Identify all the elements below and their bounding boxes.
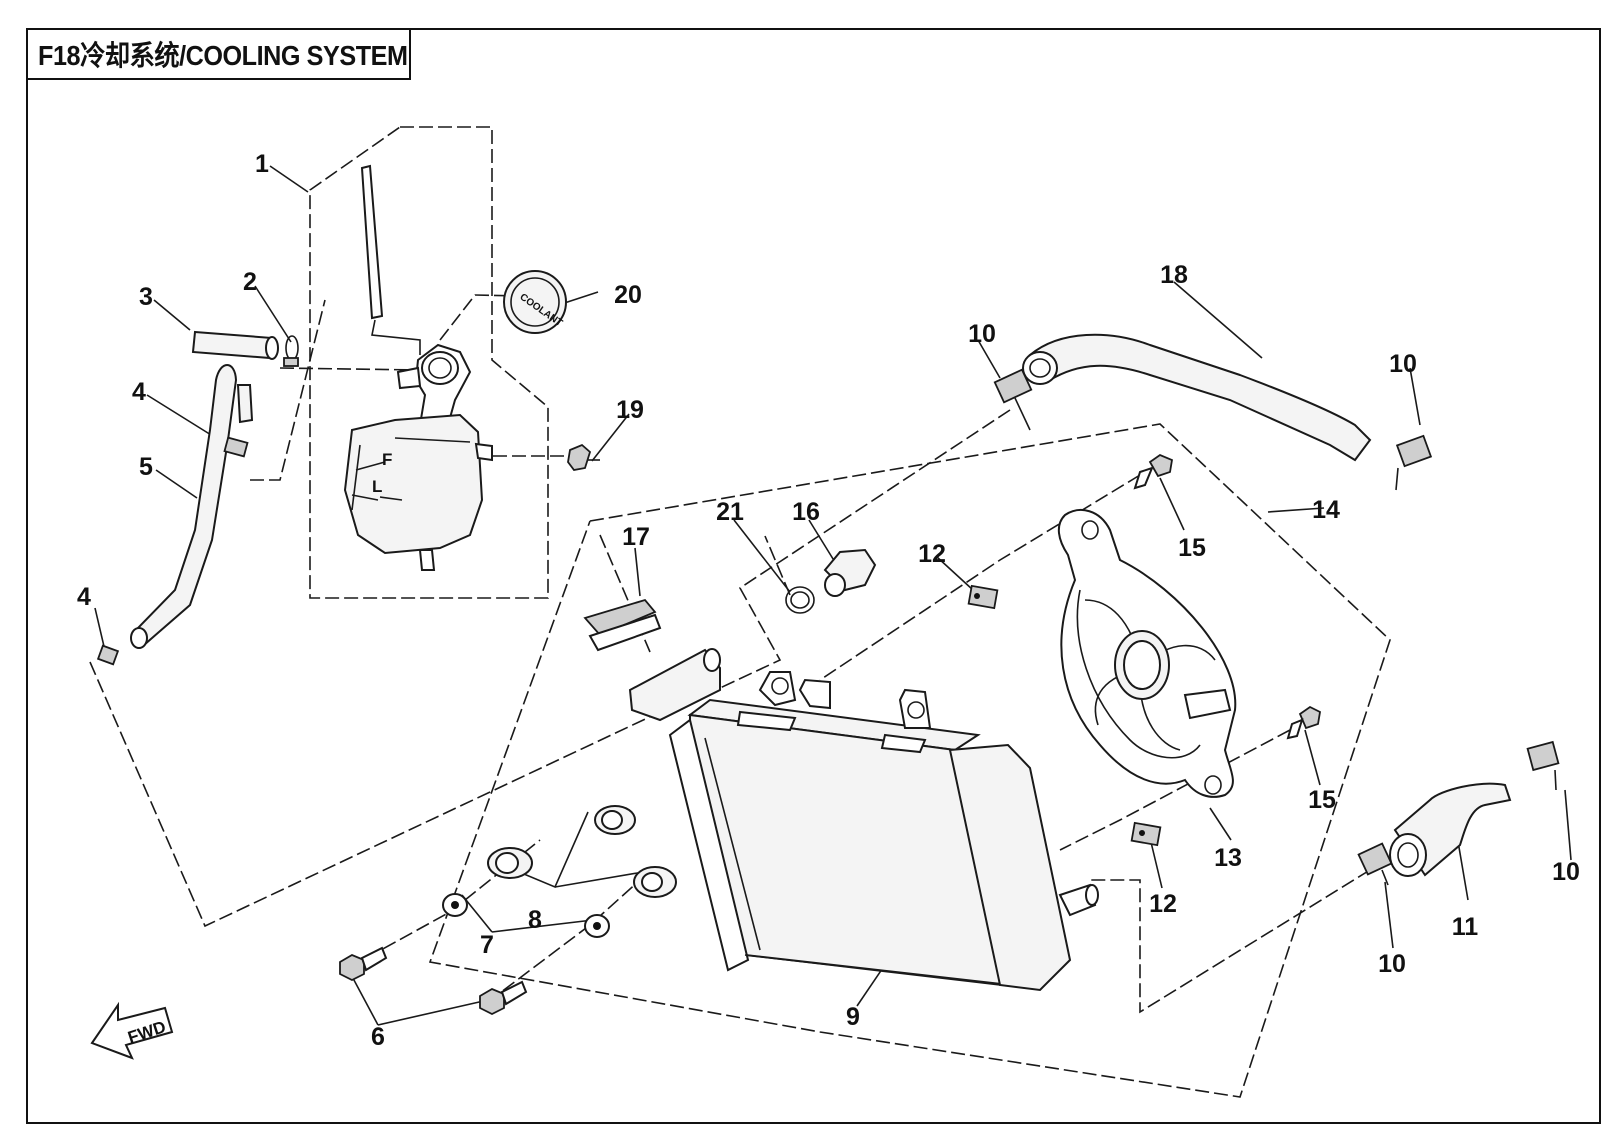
- foam-pad-17: [583, 598, 662, 652]
- clamp-10-a: [993, 368, 1033, 431]
- assembly-1-boundary: [309, 126, 549, 599]
- bolt-15-a: [1133, 453, 1174, 490]
- clamp-10-b: [1395, 434, 1433, 491]
- title-box: F18冷却系统/COOLING SYSTEM: [26, 28, 411, 80]
- callout-12-upper: 12: [918, 540, 946, 568]
- callout-4-upper: 4: [132, 378, 146, 406]
- collar-7-a: [442, 893, 468, 917]
- callout-14: 14: [1312, 496, 1340, 524]
- fitting-16: [823, 548, 877, 597]
- clamp-10-c: [1526, 740, 1560, 791]
- grommet-8-c: [633, 866, 677, 898]
- callout-18: 18: [1160, 261, 1188, 289]
- clamp-10-d: [1357, 842, 1393, 886]
- callout-20: 20: [614, 281, 642, 309]
- upper-hose-18: [1022, 333, 1372, 462]
- callout-8: 8: [528, 906, 542, 934]
- bolt-6-a: [339, 946, 388, 982]
- callout-10-lower: 10: [1378, 950, 1406, 978]
- grommet-8-a: [594, 805, 636, 835]
- o-ring-21: [785, 586, 815, 614]
- assembly-14-boundary: [428, 423, 1391, 1098]
- nut-12-b: [1130, 821, 1162, 847]
- reservoir-tank: [343, 164, 493, 571]
- callout-21: 21: [716, 498, 744, 526]
- callout-9: 9: [846, 1003, 860, 1031]
- hose-clamp-2: [283, 335, 299, 367]
- callout-4-lower: 4: [77, 583, 91, 611]
- callout-10-upper-right: 10: [1389, 350, 1417, 378]
- overflow-hose-5: [130, 364, 254, 649]
- clamp-4-lower: [96, 644, 120, 666]
- collar-7-b: [584, 914, 610, 938]
- grommet-8-b: [487, 847, 533, 879]
- bolt-15-b: [1286, 705, 1321, 740]
- callout-17: 17: [622, 523, 650, 551]
- radiator-9: [668, 671, 1099, 992]
- callout-11: 11: [1452, 913, 1479, 941]
- callout-6: 6: [371, 1023, 385, 1051]
- lower-hose-11: [1389, 782, 1512, 877]
- fitting-19: [567, 443, 600, 471]
- clamp-4-upper: [223, 436, 249, 458]
- callout-13: 13: [1214, 844, 1242, 872]
- callout-15-lower: 15: [1308, 786, 1336, 814]
- callout-7: 7: [480, 931, 494, 959]
- drawing-frame: [26, 28, 1601, 1124]
- callout-16: 16: [792, 498, 820, 526]
- callout-10-right: 10: [1552, 858, 1580, 886]
- callout-10-upper-left: 10: [968, 320, 996, 348]
- radiator-filler: [628, 648, 721, 722]
- short-hose-3: [191, 330, 279, 360]
- callout-3: 3: [139, 283, 153, 311]
- bolt-6-b: [479, 980, 528, 1016]
- callout-12-lower: 12: [1149, 890, 1177, 918]
- diagram-title: F18冷却系统/COOLING SYSTEM: [38, 40, 408, 71]
- fan-13: [1057, 509, 1237, 798]
- callout-2: 2: [243, 268, 257, 296]
- tank-low-mark: L: [372, 477, 382, 496]
- filler-cap: [503, 270, 567, 334]
- callout-5: 5: [139, 453, 153, 481]
- callout-19: 19: [616, 396, 644, 424]
- callout-1: 1: [255, 150, 269, 178]
- tank-full-mark: F: [382, 450, 392, 469]
- callout-15-upper: 15: [1178, 534, 1206, 562]
- fwd-arrow: [90, 1001, 174, 1060]
- nut-12-a: [967, 584, 999, 610]
- callout-leaders: [94, 165, 1572, 1026]
